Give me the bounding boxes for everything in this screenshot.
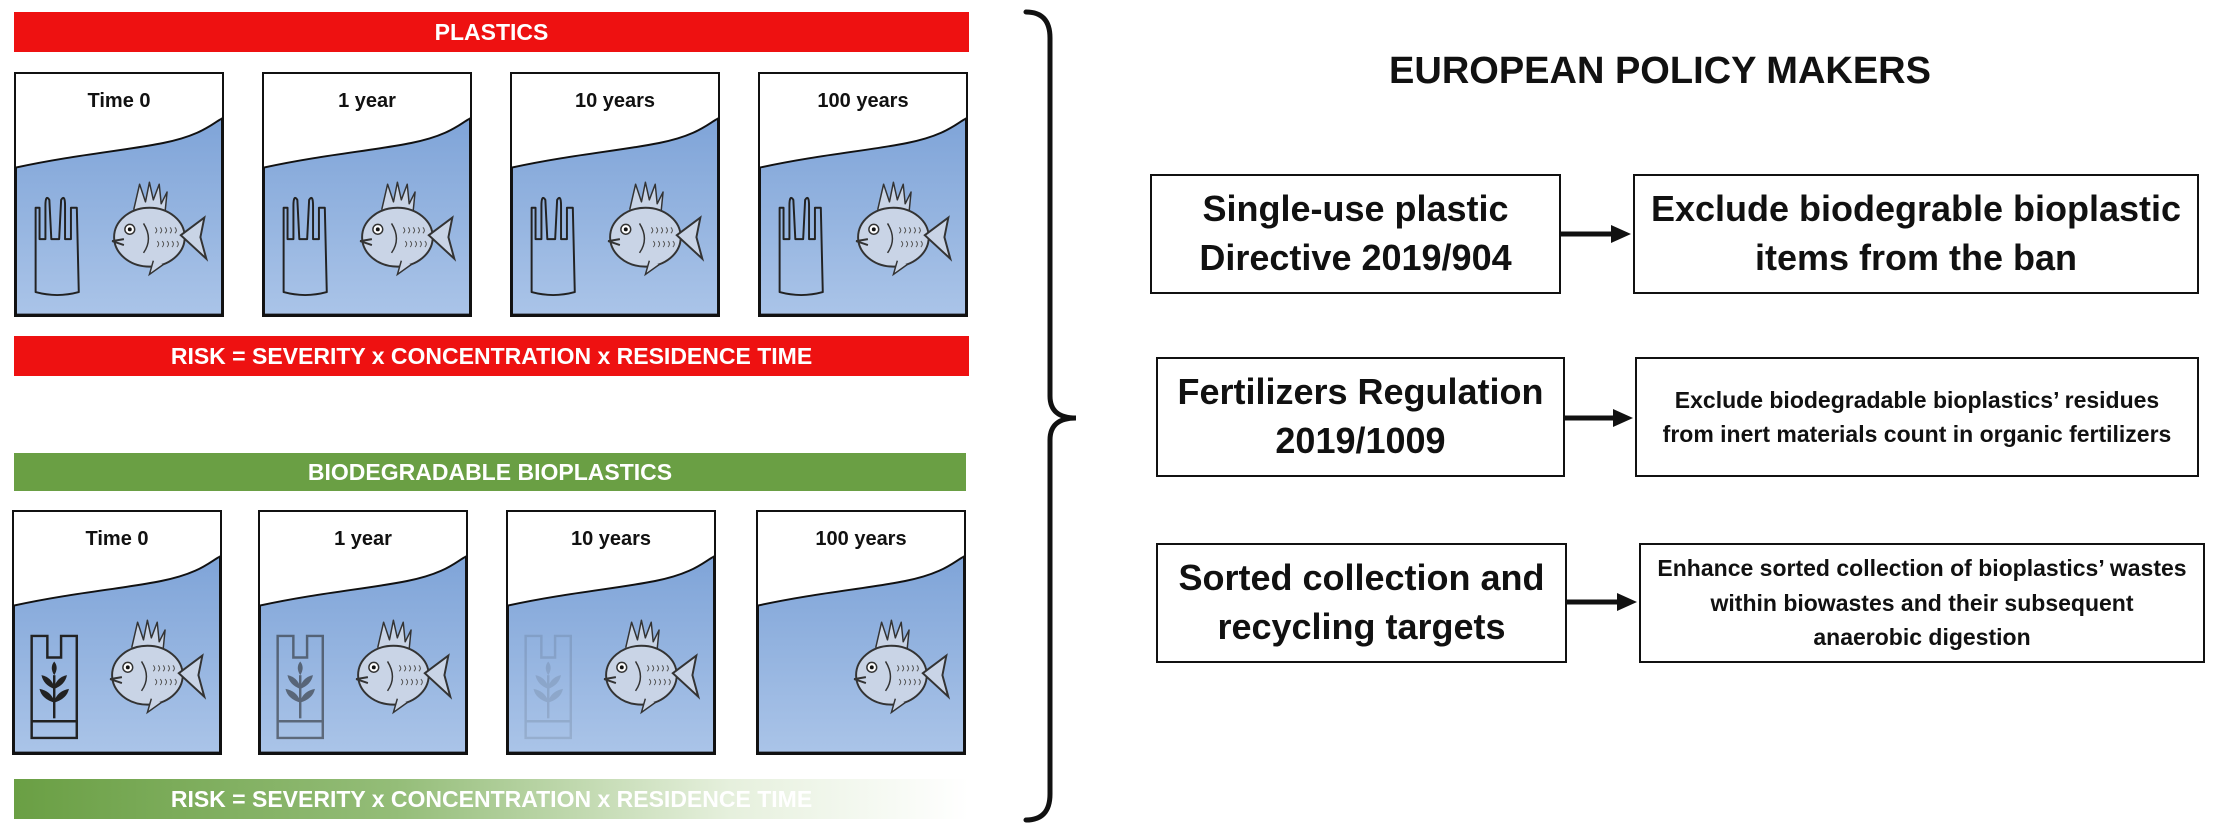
bioplastics-panel-10years: 10 years	[506, 510, 716, 755]
policy-left-text: Single-use plastic Directive 2019/904	[1199, 188, 1512, 278]
fish-icon	[603, 619, 701, 715]
right-brace	[1023, 9, 1077, 823]
fish-icon	[109, 619, 207, 715]
plastic-bag-icon	[778, 196, 824, 297]
bioplastics-panel-100years: 100 years	[756, 510, 966, 755]
policy-left-box-1: Single-use plastic Directive 2019/904	[1150, 174, 1561, 294]
bioplastics-panel-1year: 1 year	[258, 510, 468, 755]
bioplastic-bag-icon	[524, 634, 573, 740]
plastics-header: PLASTICS	[14, 12, 969, 52]
bioplastics-risk-formula: RISK = SEVERITY x CONCENTRATION x RESIDE…	[14, 779, 969, 819]
policy-right-box-3: Enhance sorted collection of bioplastics…	[1639, 543, 2205, 663]
arrow-right-icon	[1565, 409, 1633, 427]
policy-right-text: Exclude biodegradable bioplastics’ resid…	[1662, 386, 2172, 448]
water-wave	[264, 117, 470, 315]
water-wave	[758, 555, 964, 753]
arrow-right-icon	[1567, 593, 1637, 611]
panel-label: 1 year	[338, 90, 396, 112]
policy-left-box-2: Fertilizers Regulation 2019/1009	[1156, 357, 1565, 477]
fish-icon	[855, 181, 953, 277]
bioplastics-panel-time0: Time 0	[12, 510, 222, 755]
bioplastic-bag-icon	[276, 634, 325, 740]
water-wave	[16, 117, 222, 315]
water-wave	[508, 555, 714, 753]
panel-label: Time 0	[87, 90, 151, 112]
bioplastics-header: BIODEGRADABLE BIOPLASTICS	[14, 453, 966, 491]
policy-right-box-2: Exclude biodegradable bioplastics’ resid…	[1635, 357, 2199, 477]
panel-label: 10 years	[570, 528, 652, 550]
policy-title: EUROPEAN POLICY MAKERS	[1389, 50, 1931, 92]
policy-right-text: Enhance sorted collection of bioplastics…	[1657, 555, 2187, 651]
plastics-risk-formula: RISK = SEVERITY x CONCENTRATION x RESIDE…	[14, 336, 969, 376]
water-wave	[14, 555, 220, 753]
panel-label: 1 year	[334, 528, 392, 550]
fish-icon	[853, 619, 951, 715]
fish-icon	[359, 181, 457, 277]
arrow-right-icon	[1561, 225, 1631, 243]
water-wave	[260, 555, 466, 753]
plastics-panel-10years: 10 years	[510, 72, 720, 317]
policy-left-text: Fertilizers Regulation 2019/1009	[1177, 371, 1544, 461]
fish-icon	[355, 619, 453, 715]
plastics-panel-1year: 1 year	[262, 72, 472, 317]
plastics-panel-100years: 100 years	[758, 72, 968, 317]
policy-left-text: Sorted collection and recycling targets	[1178, 557, 1545, 647]
water-wave	[760, 117, 966, 315]
water-wave	[512, 117, 718, 315]
plastic-bag-icon	[34, 196, 80, 297]
plastic-bag-icon	[282, 196, 328, 297]
policy-right-box-1: Exclude biodegrable bioplastic items fro…	[1633, 174, 2199, 294]
fish-icon	[607, 181, 705, 277]
panel-label: 100 years	[817, 90, 909, 112]
plastics-panel-time0: Time 0	[14, 72, 224, 317]
panel-label: Time 0	[85, 528, 149, 550]
policy-right-text: Exclude biodegrable bioplastic items fro…	[1650, 188, 2182, 278]
fish-icon	[111, 181, 209, 277]
bioplastic-bag-icon	[30, 634, 79, 740]
plastic-bag-icon	[530, 196, 576, 297]
panel-label: 100 years	[815, 528, 907, 550]
panel-label: 10 years	[574, 90, 656, 112]
policy-left-box-3: Sorted collection and recycling targets	[1156, 543, 1567, 663]
